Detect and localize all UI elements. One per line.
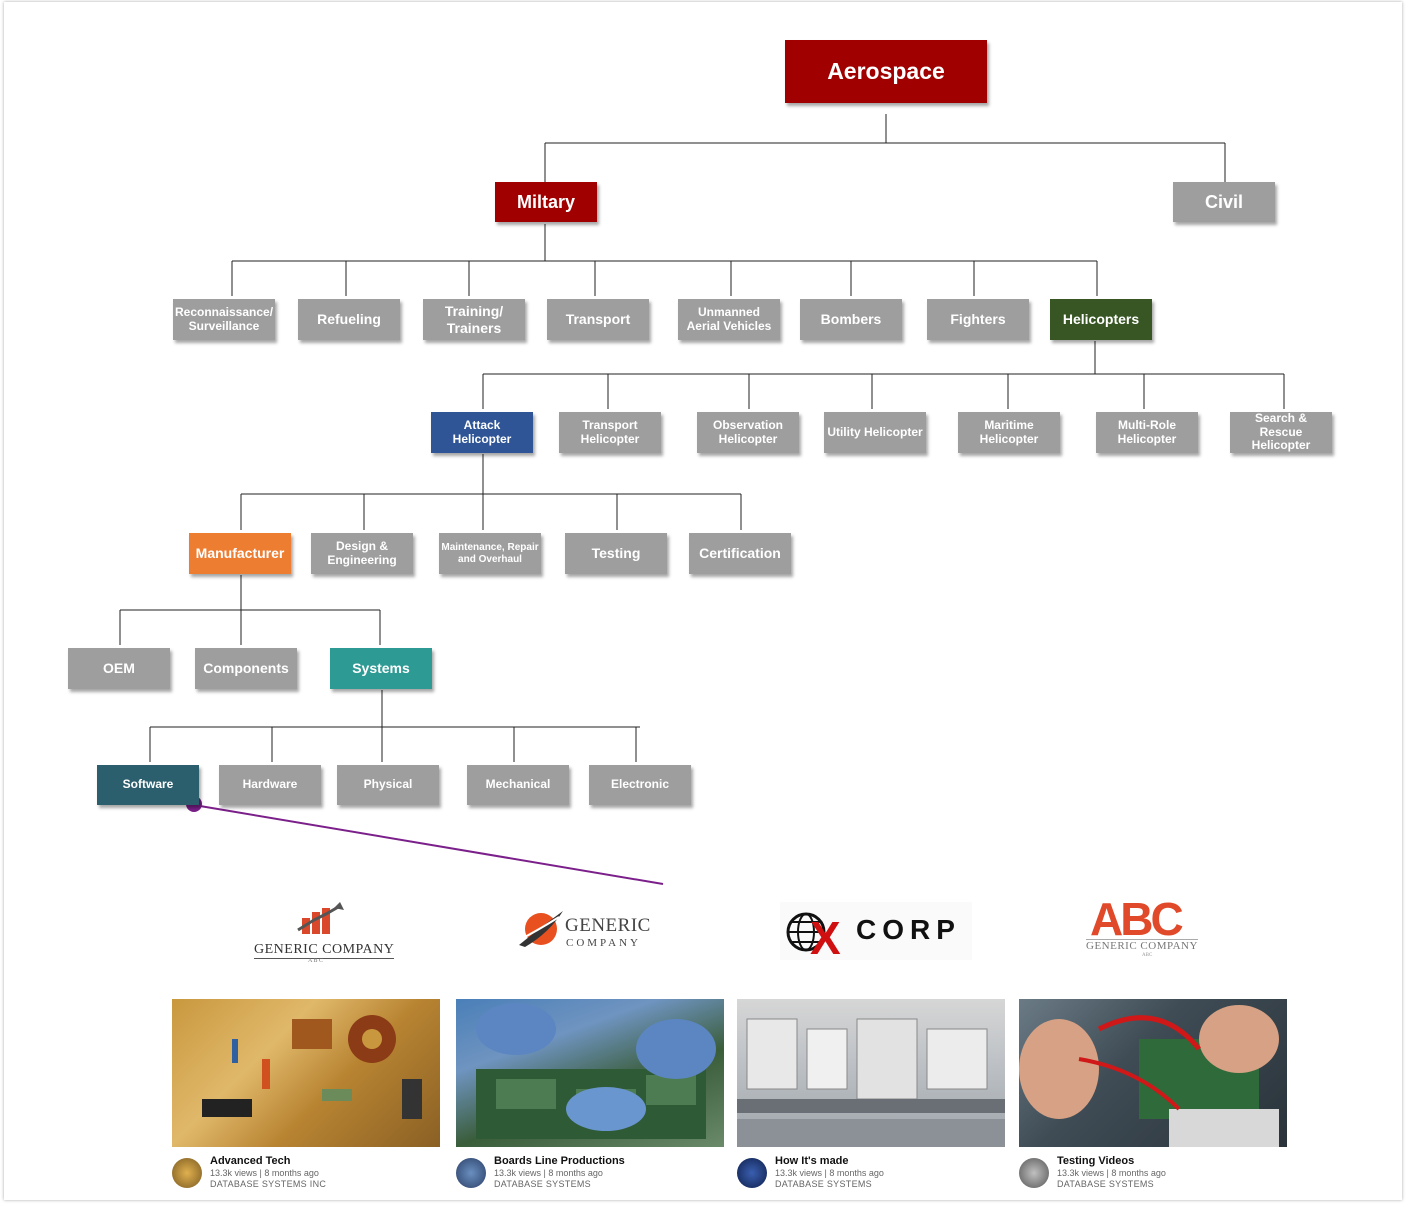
company-logo-1[interactable]: GENERIC COMPANY A B C xyxy=(252,900,395,966)
node-bombers[interactable]: Bombers xyxy=(800,299,902,340)
channel-avatar[interactable] xyxy=(737,1158,767,1188)
node-multirole-helicopter[interactable]: Multi-Role Helicopter xyxy=(1096,412,1198,453)
video-title[interactable]: How It's made xyxy=(775,1155,849,1167)
multimeter-testing-image xyxy=(1019,1005,1279,1147)
xcorp-x-mark: X xyxy=(810,912,841,958)
node-attack-helicopter[interactable]: Attack Helicopter xyxy=(431,412,533,453)
logo-2-sub: COMPANY xyxy=(566,937,642,949)
video-channel[interactable]: DATABASE SYSTEMS xyxy=(1057,1179,1154,1189)
node-hardware[interactable]: Hardware xyxy=(219,765,321,805)
video-channel[interactable]: DATABASE SYSTEMS xyxy=(775,1179,872,1189)
swoosh-logo-icon xyxy=(516,911,563,947)
globe-x-logo-icon: X xyxy=(786,912,841,964)
video-stats: 13.3k views | 8 months ago xyxy=(1057,1168,1166,1178)
node-training[interactable]: Training/ Trainers xyxy=(423,299,525,340)
video-stats: 13.3k views | 8 months ago xyxy=(775,1168,884,1178)
node-military[interactable]: Miltary xyxy=(495,182,597,222)
video-card-3[interactable]: How It's made 13.3k views | 8 months ago… xyxy=(737,999,1005,1189)
node-utility-helicopter[interactable]: Utility Helicopter xyxy=(824,412,926,453)
video-meta: How It's made 13.3k views | 8 months ago… xyxy=(737,1155,1005,1195)
node-transport-helicopter[interactable]: Transport Helicopter xyxy=(559,412,661,453)
node-observation-helicopter[interactable]: Observation Helicopter xyxy=(697,412,799,453)
node-physical[interactable]: Physical xyxy=(337,765,439,805)
node-testing[interactable]: Testing xyxy=(565,533,667,574)
node-reconnaissance[interactable]: Reconnaissance/ Surveillance xyxy=(173,299,275,340)
node-software[interactable]: Software xyxy=(97,765,199,805)
node-aerospace[interactable]: Aerospace xyxy=(785,40,987,103)
video-stats: 13.3k views | 8 months ago xyxy=(494,1168,603,1178)
video-card-1[interactable]: Advanced Tech 13.3k views | 8 months ago… xyxy=(172,999,440,1189)
assembly-line-image xyxy=(476,1003,716,1139)
channel-avatar[interactable] xyxy=(172,1158,202,1188)
video-thumbnail[interactable] xyxy=(737,999,1005,1147)
software-pointer-line xyxy=(193,804,664,885)
video-thumbnail[interactable] xyxy=(1019,999,1287,1147)
logo-4-mark: ABC xyxy=(1090,893,1184,945)
node-mro[interactable]: Maintenance, Repair and Overhaul xyxy=(439,533,541,574)
video-meta: Testing Videos 13.3k views | 8 months ag… xyxy=(1019,1155,1287,1195)
company-logo-2[interactable]: GENERIC COMPANY xyxy=(515,905,655,955)
video-card-2[interactable]: Boards Line Productions 13.3k views | 8 … xyxy=(456,999,724,1189)
factory-floor-image xyxy=(737,1018,1005,1147)
logo-4-sub: ABC xyxy=(1142,953,1153,958)
node-search-rescue-helicopter[interactable]: Search & Rescue Helicopter xyxy=(1230,411,1332,453)
video-thumbnail[interactable] xyxy=(172,999,440,1147)
video-title[interactable]: Testing Videos xyxy=(1057,1155,1135,1167)
node-mechanical[interactable]: Mechanical xyxy=(467,765,569,805)
video-channel[interactable]: DATABASE SYSTEMS INC xyxy=(210,1179,327,1189)
video-meta: Advanced Tech 13.3k views | 8 months ago… xyxy=(172,1155,440,1195)
logo-1-name: GENERIC COMPANY xyxy=(254,942,395,959)
node-uav[interactable]: Unmanned Aerial Vehicles xyxy=(678,299,780,340)
node-refueling[interactable]: Refueling xyxy=(298,299,400,340)
node-manufacturer[interactable]: Manufacturer xyxy=(189,533,291,574)
logo-1-sub: A B C xyxy=(308,958,324,964)
video-channel[interactable]: DATABASE SYSTEMS xyxy=(494,1179,591,1189)
chart-bars-logo-icon xyxy=(297,902,344,934)
video-title[interactable]: Advanced Tech xyxy=(210,1155,291,1167)
node-electronic[interactable]: Electronic xyxy=(589,765,691,805)
video-stats: 13.3k views | 8 months ago xyxy=(210,1168,319,1178)
company-logo-3[interactable]: X CORP xyxy=(780,902,972,964)
circuit-board-image xyxy=(202,1015,422,1119)
node-helicopters[interactable]: Helicopters xyxy=(1050,299,1152,340)
video-thumbnail[interactable] xyxy=(456,999,724,1147)
video-title[interactable]: Boards Line Productions xyxy=(494,1155,625,1167)
channel-avatar[interactable] xyxy=(1019,1158,1049,1188)
node-oem[interactable]: OEM xyxy=(68,648,170,689)
node-maritime-helicopter[interactable]: Maritime Helicopter xyxy=(958,412,1060,453)
node-components[interactable]: Components xyxy=(195,648,297,689)
logo-2-name: GENERIC xyxy=(565,915,651,936)
video-card-4[interactable]: Testing Videos 13.3k views | 8 months ag… xyxy=(1019,999,1287,1189)
node-certification[interactable]: Certification xyxy=(689,533,791,574)
company-logo-4[interactable]: ABC GENERIC COMPANY ABC xyxy=(1080,893,1220,962)
logo-4-name: GENERIC COMPANY xyxy=(1086,939,1198,952)
node-fighters[interactable]: Fighters xyxy=(927,299,1029,340)
node-systems[interactable]: Systems xyxy=(330,648,432,689)
node-design-engineering[interactable]: Design & Engineering xyxy=(311,533,413,574)
node-civil[interactable]: Civil xyxy=(1173,182,1275,222)
channel-avatar[interactable] xyxy=(456,1158,486,1188)
video-meta: Boards Line Productions 13.3k views | 8 … xyxy=(456,1155,724,1195)
logo-3-name: CORP xyxy=(856,914,961,945)
node-transport[interactable]: Transport xyxy=(547,299,649,340)
